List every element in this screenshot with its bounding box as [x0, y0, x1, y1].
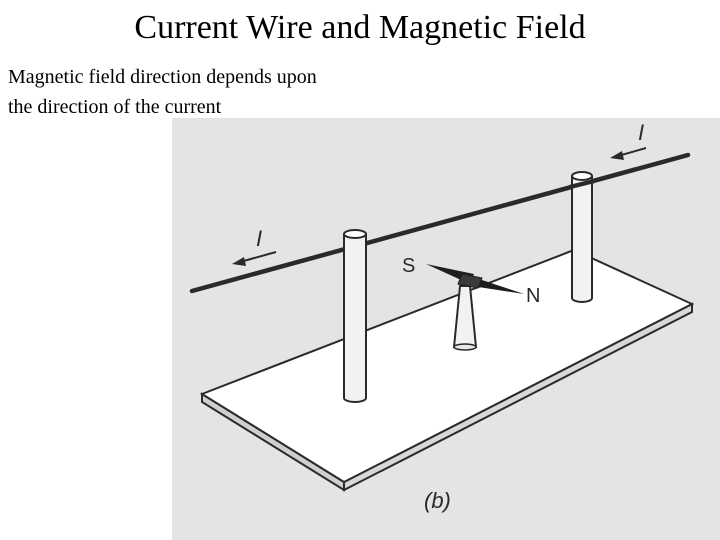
diagram-figure: I I S N (b) [172, 118, 720, 540]
slide-title: Current Wire and Magnetic Field [134, 9, 586, 46]
needle-stand-base [453, 343, 477, 351]
figure-caption: (b) [424, 488, 451, 513]
wire-over-right-post [569, 178, 595, 190]
current-label-right: I [638, 120, 644, 145]
left-post [343, 234, 367, 403]
south-pole-label: S [402, 255, 415, 277]
current-label-left: I [256, 226, 262, 251]
current-arrow-left [239, 251, 277, 263]
compass-needle-north [470, 276, 524, 294]
north-pole-label: N [526, 285, 540, 307]
current-arrow-left-head [232, 257, 246, 266]
right-post [571, 176, 593, 303]
right-post-top [571, 171, 593, 181]
current-arrow-right-head [610, 151, 624, 160]
subtitle-line-1: Magnetic field direction depends upon [8, 66, 317, 88]
left-post-top [343, 229, 367, 239]
base-board-top [199, 248, 695, 484]
compass-needle-pivot [457, 273, 483, 289]
wire [189, 152, 691, 294]
slide-subtitle: Magnetic field direction depends upon th… [8, 62, 428, 122]
subtitle-line-2: the direction of the current [8, 96, 222, 118]
diagram-canvas: I I S N (b) [172, 118, 720, 540]
